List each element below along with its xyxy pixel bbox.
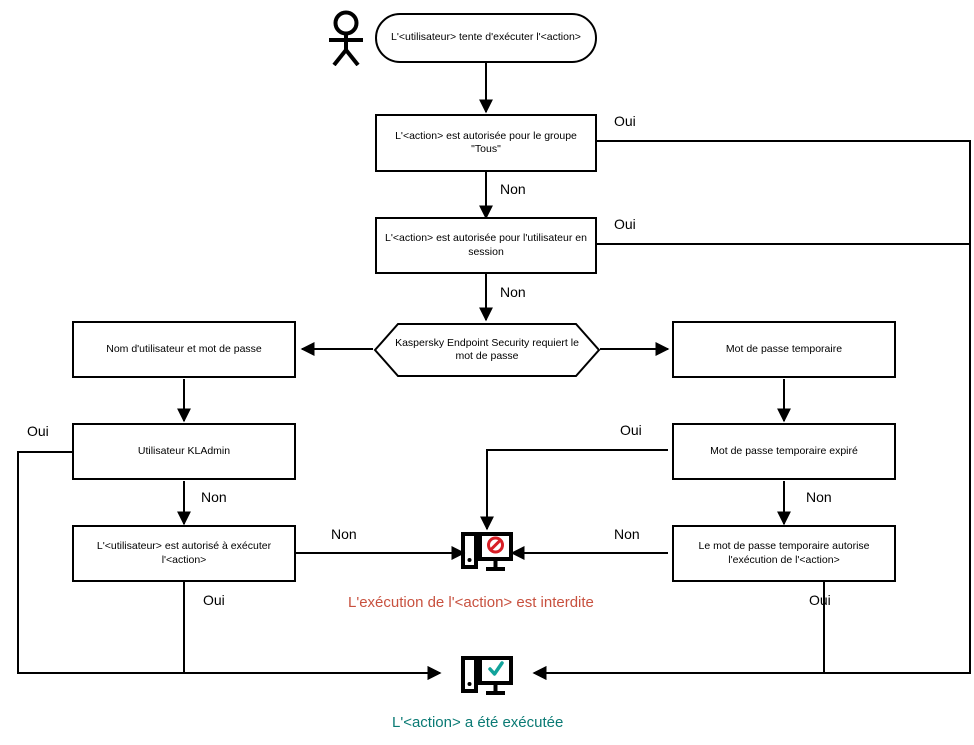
node-start[interactable]: L'<utilisateur> tente d'exécuter l'<acti… <box>375 13 597 63</box>
computer-denied-icon <box>461 529 513 577</box>
edge-label-kladmin-yes: Oui <box>27 423 49 439</box>
edge-label-kladmin-no: Non <box>201 489 227 505</box>
edge-group-yes <box>532 140 971 680</box>
edge-label-session-no: Non <box>500 284 526 300</box>
edge-label-expired-yes: Oui <box>620 422 642 438</box>
edge-label-tempauth-yes: Oui <box>809 592 831 608</box>
node-temp-password-authorizes[interactable]: Le mot de passe temporaire autorise l'ex… <box>672 525 896 582</box>
node-temporary-password[interactable]: Mot de passe temporaire <box>672 321 896 378</box>
edge-label-tempauth-no: Non <box>614 526 640 542</box>
node-kladmin-user[interactable]: Utilisateur KLAdmin <box>72 423 296 480</box>
caption-allowed: L'<action> a été exécutée <box>392 714 564 731</box>
node-username-password[interactable]: Nom d'utilisateur et mot de passe <box>72 321 296 378</box>
caption-denied: L'exécution de l'<action> est interdite <box>348 594 594 611</box>
edge-label-session-yes: Oui <box>614 216 636 232</box>
edge-label-userauth-no: Non <box>331 526 357 542</box>
node-requires-password[interactable]: Kaspersky Endpoint Security requiert le … <box>373 322 601 378</box>
node-requires-password-label: Kaspersky Endpoint Security requiert le … <box>395 336 579 362</box>
node-session-user-allowed[interactable]: L'<action> est autorisée pour l'utilisat… <box>375 217 597 274</box>
edge-label-group-no: Non <box>500 181 526 197</box>
edge-label-group-yes: Oui <box>614 113 636 129</box>
user-actor-icon <box>322 10 370 67</box>
edge-label-expired-no: Non <box>806 489 832 505</box>
edge-label-userauth-yes: Oui <box>203 592 225 608</box>
computer-allowed-icon <box>461 653 513 701</box>
node-temp-password-expired[interactable]: Mot de passe temporaire expiré <box>672 423 896 480</box>
node-group-allowed[interactable]: L'<action> est autorisée pour le groupe … <box>375 114 597 172</box>
edge-expired-yes <box>480 449 668 531</box>
node-user-authorized[interactable]: L'<utilisateur> est autorisé à exécuter … <box>72 525 296 582</box>
